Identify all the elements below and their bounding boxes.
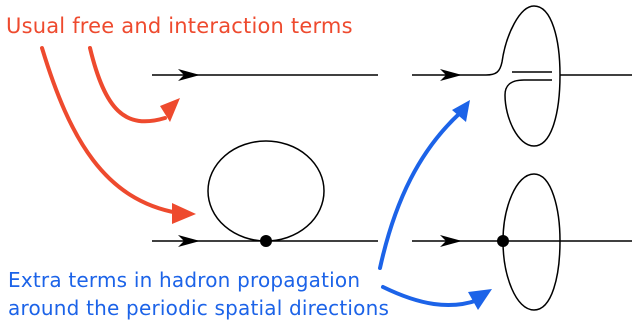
propagator-arrowhead-icon (178, 69, 200, 81)
interaction-vertex (260, 235, 272, 247)
blue-pointer-arrows (378, 100, 492, 310)
extra-terms-label-line1: Extra terms in hadron propagation (8, 268, 361, 292)
free-interaction-terms-label: Usual free and interaction terms (6, 14, 353, 38)
red-arrowhead-icon (172, 203, 196, 224)
red-arrowhead-icon (160, 98, 180, 122)
tadpole-loop (207, 140, 325, 242)
wrapping-propagator-diagram (412, 5, 632, 147)
wrapping-loop (485, 5, 561, 147)
wrapping-loop (502, 173, 561, 311)
blue-arrowhead-icon (452, 100, 470, 122)
wrapping-vertex-diagram (412, 173, 632, 311)
blue-arrow-to-wrapping-vertex (381, 285, 480, 308)
red-arrow-to-tadpole (40, 46, 180, 215)
interaction-vertex (497, 235, 509, 247)
free-propagator-diagram (152, 69, 378, 81)
red-pointer-arrows (40, 46, 196, 224)
propagator-arrowhead-icon (440, 235, 462, 247)
tadpole-diagram (152, 140, 378, 247)
propagator-arrowhead-icon (440, 69, 462, 81)
blue-arrowhead-icon (468, 289, 492, 310)
extra-terms-label-line2: around the periodic spatial directions (8, 296, 390, 320)
propagator-arrowhead-icon (178, 235, 200, 247)
blue-arrow-to-wrapping-propagator (378, 111, 462, 270)
red-arrow-to-free-propagator (88, 46, 167, 124)
